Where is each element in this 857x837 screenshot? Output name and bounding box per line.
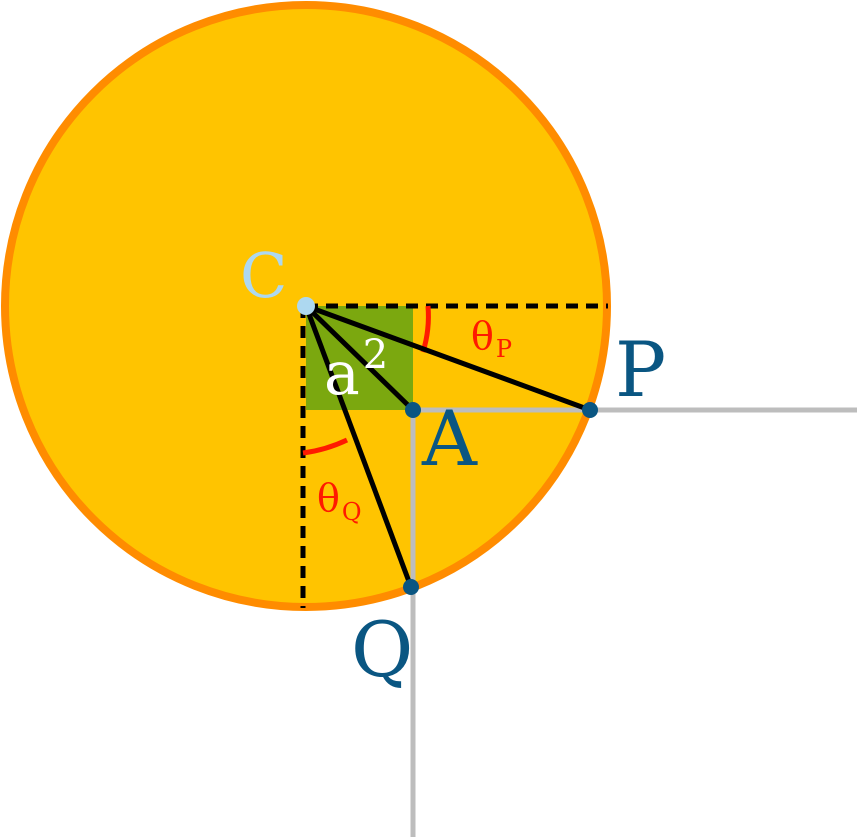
center-dot — [297, 297, 315, 315]
segment-c-q — [303, 305, 414, 588]
segment-c-a — [304, 304, 415, 412]
center-label: C — [240, 239, 287, 312]
area-label: a2 — [324, 332, 388, 409]
segment-c-p — [305, 303, 591, 413]
theta-q-symbol: θ — [317, 476, 340, 520]
theta-p-symbol: θ — [471, 314, 494, 358]
point-q-dot — [403, 579, 419, 595]
theta-p-label: θP — [471, 314, 512, 363]
point-p-dot — [582, 402, 598, 418]
theta-q-arc — [302, 437, 349, 456]
area-label-exponent: 2 — [363, 332, 388, 378]
point-p-label: P — [615, 325, 666, 414]
theta-q-subscript: Q — [342, 498, 362, 526]
theta-q-label: θQ — [317, 476, 362, 526]
area-label-base: a — [324, 339, 360, 409]
point-q-label: Q — [351, 605, 413, 694]
point-a-dot — [405, 402, 421, 418]
point-a-label: A — [421, 394, 478, 483]
theta-p-subscript: P — [496, 335, 512, 363]
